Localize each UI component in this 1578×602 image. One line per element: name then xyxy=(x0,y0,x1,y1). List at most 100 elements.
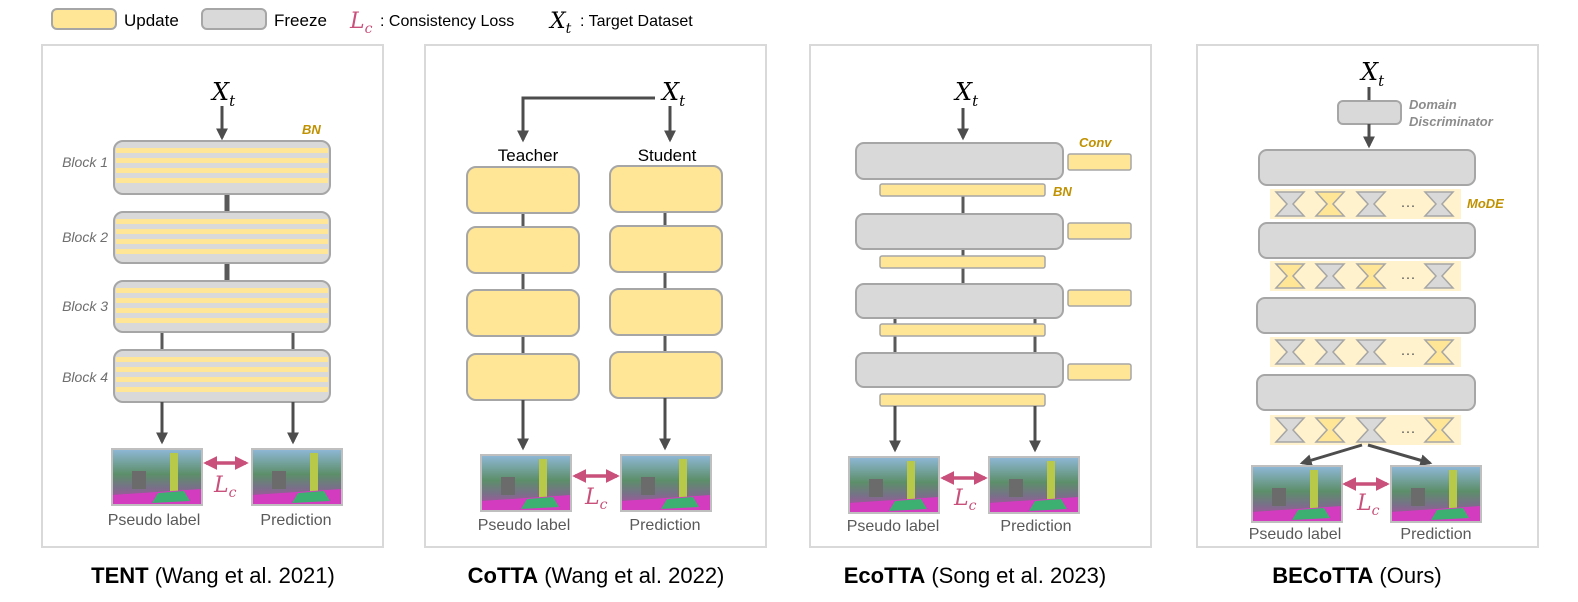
legend-lc-text: : Consistency Loss xyxy=(380,13,514,30)
pseudo-label-image xyxy=(848,456,940,514)
domain-discriminator-label-1: Domain xyxy=(1409,97,1457,112)
expert-ellipsis: ··· xyxy=(1401,269,1416,286)
teacher-block-1 xyxy=(466,166,580,214)
input-label: Xt xyxy=(660,78,686,110)
pseudo-label-image xyxy=(111,448,203,506)
frozen-block-3 xyxy=(855,283,1064,319)
teacher-input-arrow xyxy=(517,96,655,143)
prediction-image xyxy=(1390,465,1482,523)
consistency-loss-symbol: Lc xyxy=(584,485,608,513)
mode-layer-1: ··· xyxy=(1270,189,1461,219)
expert-ellipsis: ··· xyxy=(1401,345,1416,362)
teacher-block-3 xyxy=(466,289,580,337)
output-arrow-right xyxy=(1367,443,1433,467)
legend-update-label: Update xyxy=(124,11,179,30)
bn-layer-4 xyxy=(879,393,1046,407)
block-2-label: Block 2 xyxy=(62,229,108,245)
legend-freeze-swatch xyxy=(201,8,267,30)
ecotta-caption: EcoTTA (Song et al. 2023) xyxy=(844,563,1107,588)
frozen-block-4 xyxy=(1256,374,1476,411)
panel-cotta: Xt Teacher Student Lc xyxy=(424,44,767,548)
conv-layer-1 xyxy=(1067,153,1132,171)
student-block-2 xyxy=(609,225,723,273)
prediction-image xyxy=(251,448,343,506)
frozen-block-3 xyxy=(1256,297,1476,334)
panel-frame xyxy=(1196,44,1539,548)
expert-ellipsis: ··· xyxy=(1401,197,1416,214)
block-4-label: Block 4 xyxy=(62,369,108,385)
panel-frame xyxy=(809,44,1152,548)
block-1-label: Block 1 xyxy=(62,154,108,170)
frozen-block-1 xyxy=(1258,149,1476,186)
teacher-block-2 xyxy=(466,226,580,274)
prediction-image xyxy=(620,454,712,512)
panel-frame xyxy=(41,44,384,548)
legend: Update Freeze Lc : Consistency Loss Xt :… xyxy=(51,8,693,37)
prediction-caption: Prediction xyxy=(260,512,331,529)
panel-frame xyxy=(424,44,767,548)
becotta-caption: BECoTTA (Ours) xyxy=(1272,563,1441,588)
pseudo-label-image xyxy=(480,454,572,512)
bn-tag: BN xyxy=(302,122,321,137)
cotta-caption: CoTTA (Wang et al. 2022) xyxy=(468,563,725,588)
teacher-label: Teacher xyxy=(498,146,559,165)
block-1 xyxy=(113,140,331,195)
block-2 xyxy=(113,211,331,264)
teacher-network xyxy=(466,166,580,401)
teacher-block-4 xyxy=(466,353,580,401)
conv-layer-2 xyxy=(1067,222,1132,240)
block-4 xyxy=(113,349,331,403)
pseudo-label-caption: Pseudo label xyxy=(108,512,201,529)
pseudo-label-caption: Pseudo label xyxy=(478,517,571,534)
input-label: Xt xyxy=(210,78,236,110)
student-block-4 xyxy=(609,351,723,399)
mode-layer-2: ··· xyxy=(1270,261,1461,291)
student-block-1 xyxy=(609,165,723,213)
student-label: Student xyxy=(638,146,697,165)
mode-tag: MoDE xyxy=(1467,196,1504,211)
bn-layer-1 xyxy=(879,183,1046,197)
legend-lc-symbol: Lc xyxy=(349,9,373,37)
frozen-block-2 xyxy=(855,213,1064,250)
frozen-block-1 xyxy=(855,142,1064,180)
mode-layer-4: ··· xyxy=(1270,415,1461,445)
legend-freeze-label: Freeze xyxy=(274,11,327,30)
output-arrow-left xyxy=(1299,443,1363,466)
bn-layer-3 xyxy=(879,323,1046,337)
student-block-3 xyxy=(609,288,723,336)
frozen-block-2 xyxy=(1258,222,1476,259)
consistency-loss-symbol: Lc xyxy=(1356,491,1380,519)
student-network xyxy=(609,165,723,399)
conv-layer-3 xyxy=(1067,289,1132,307)
legend-update-swatch xyxy=(51,8,117,30)
bn-tag: BN xyxy=(1053,184,1072,199)
panel-ecotta: Xt Conv BN Lc Pseudo label Prediction xyxy=(809,44,1152,548)
consistency-loss-symbol: Lc xyxy=(953,486,977,514)
panel-tent: Xt BN Block 1 Block 2 xyxy=(41,44,384,548)
legend-xt-symbol: Xt xyxy=(548,9,572,37)
mode-layer-3: ··· xyxy=(1270,337,1461,367)
prediction-caption: Prediction xyxy=(1000,518,1071,535)
pseudo-label-caption: Pseudo label xyxy=(1249,526,1342,543)
legend-xt-text: : Target Dataset xyxy=(580,13,693,30)
prediction-caption: Prediction xyxy=(1400,526,1471,543)
tent-caption: TENT (Wang et al. 2021) xyxy=(91,563,335,588)
frozen-block-4 xyxy=(855,352,1064,388)
input-label: Xt xyxy=(1359,58,1385,90)
block-3-label: Block 3 xyxy=(62,298,108,314)
prediction-image xyxy=(988,456,1080,514)
panel-becotta: Xt Domain Discriminator MoDE ··· ··· xyxy=(1196,44,1539,548)
domain-discriminator-box xyxy=(1337,100,1402,125)
conv-layer-4 xyxy=(1067,363,1132,381)
block-3 xyxy=(113,280,331,333)
input-label: Xt xyxy=(953,78,979,110)
pseudo-label-caption: Pseudo label xyxy=(847,518,940,535)
prediction-caption: Prediction xyxy=(629,517,700,534)
consistency-loss-symbol: Lc xyxy=(213,473,237,501)
pseudo-label-image xyxy=(1251,465,1343,523)
bn-layer-2 xyxy=(879,255,1046,269)
conv-tag: Conv xyxy=(1079,135,1112,150)
domain-discriminator-label-2: Discriminator xyxy=(1409,114,1494,129)
expert-ellipsis: ··· xyxy=(1401,423,1416,440)
